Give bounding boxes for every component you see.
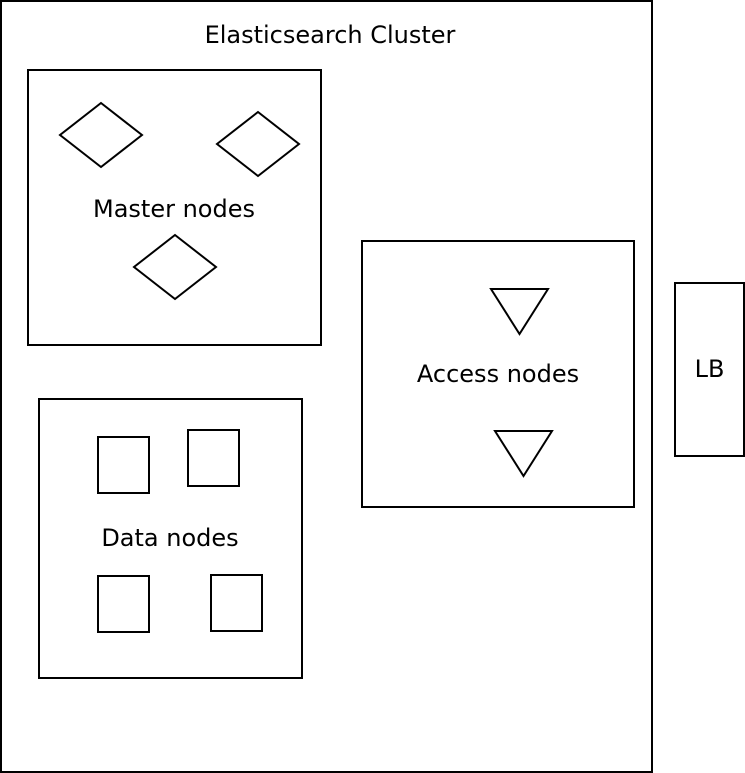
access-nodes-group: Access nodes (361, 240, 635, 508)
data-node-square (187, 429, 240, 487)
access-node-triangle (493, 430, 554, 478)
access-nodes-label: Access nodes (417, 360, 579, 388)
master-node-diamond (58, 101, 144, 169)
data-node-square (97, 436, 150, 494)
data-nodes-label: Data nodes (101, 524, 238, 552)
master-node-diamond (215, 110, 301, 178)
data-nodes-group: Data nodes (38, 398, 303, 679)
data-node-square (97, 575, 150, 633)
access-node-triangle (489, 288, 550, 336)
master-nodes-label: Master nodes (93, 195, 255, 223)
access-nodes-box (361, 240, 635, 508)
load-balancer-label: LB (695, 355, 725, 383)
master-node-diamond (132, 233, 218, 301)
load-balancer: LB (674, 282, 745, 457)
master-nodes-group: Master nodes (27, 69, 322, 346)
cluster-title: Elasticsearch Cluster (205, 21, 456, 49)
load-balancer-box (674, 282, 745, 457)
data-node-square (210, 574, 263, 632)
